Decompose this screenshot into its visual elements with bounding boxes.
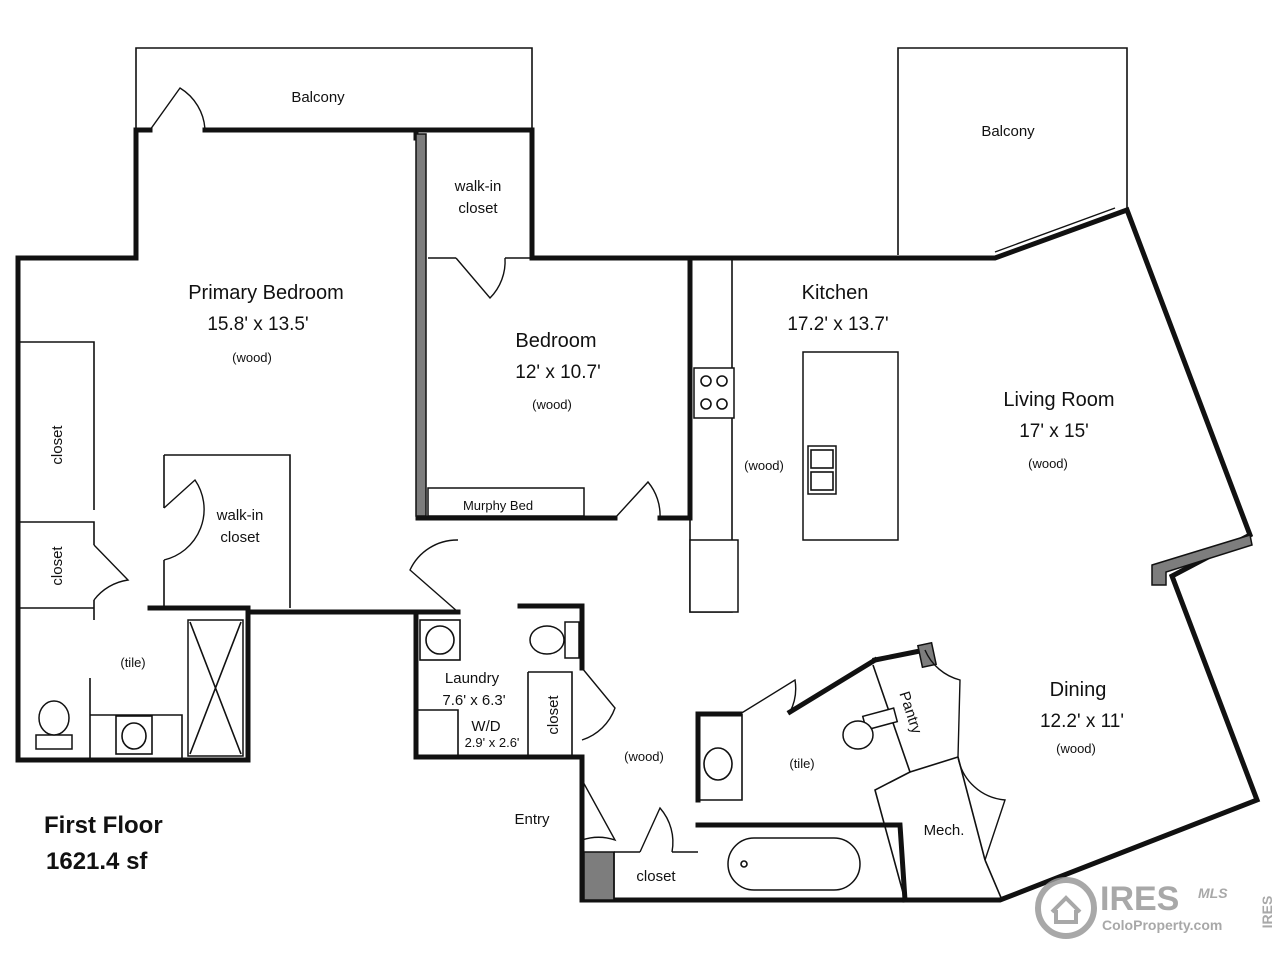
bath2-floor: (tile) [789, 756, 814, 771]
living-room-dims: 17' x 15' [1019, 421, 1089, 442]
kitchen-floor: (wood) [744, 458, 784, 473]
sink-bath2 [703, 747, 733, 781]
balcony-right-outline [897, 47, 1128, 255]
closet-left-1: closet [49, 425, 66, 465]
ires-logo-icon [1035, 877, 1097, 939]
kitchen-sink [807, 445, 837, 495]
bedroom-name: Bedroom [515, 330, 596, 352]
living-gray-wall [1151, 534, 1253, 586]
walkin-primary-line1: walk-in [216, 507, 264, 524]
dining-name: Dining [1050, 679, 1107, 701]
entry-label: Entry [514, 811, 550, 828]
walkin-top-line1: walk-in [454, 178, 502, 195]
hall-floor: (wood) [624, 749, 664, 764]
bedroom-floor: (wood) [532, 397, 572, 412]
fridge [689, 539, 739, 613]
floor-area: 1621.4 sf [46, 848, 148, 875]
washer-dryer-name: W/D [471, 718, 500, 735]
living-room-name: Living Room [1003, 389, 1114, 411]
walkin-top-line2: closet [458, 200, 498, 217]
sink-primary [115, 715, 153, 755]
closet-entry: closet [636, 868, 676, 885]
murphy-bed [427, 487, 585, 517]
living-room-floor: (wood) [1028, 456, 1068, 471]
laundry-name: Laundry [445, 670, 500, 687]
floor-name: First Floor [44, 812, 163, 839]
kitchen-name: Kitchen [802, 282, 869, 304]
primary-bedroom-floor: (wood) [232, 350, 272, 365]
interior-walls [18, 133, 1253, 903]
primary-bedroom-name: Primary Bedroom [188, 282, 344, 304]
primary-bedroom-dims: 15.8' x 13.5' [207, 314, 308, 335]
mech-label: Mech. [924, 822, 965, 839]
balcony-right-label: Balcony [981, 123, 1035, 140]
stove [693, 367, 735, 419]
ires-side: IRES [1259, 896, 1275, 929]
bathtub [727, 837, 861, 891]
fixtures [35, 367, 899, 891]
ires-brand: IRES [1100, 880, 1179, 918]
closet-left-2: closet [49, 546, 66, 586]
primary-bath-floor: (tile) [120, 655, 145, 670]
walkin-primary-line2: closet [220, 529, 260, 546]
pantry-label: Pantry [895, 689, 925, 736]
bedroom-gray-wall [415, 133, 427, 517]
ires-watermark: IRES MLS ColoProperty.com IRES [1035, 877, 1275, 939]
exterior-walls [15, 127, 1261, 903]
closet-laundry: closet [545, 695, 562, 735]
dining-floor: (wood) [1056, 741, 1096, 756]
toilet-primary [35, 700, 73, 750]
toilet-bath2 [842, 707, 899, 750]
balcony-left-outline [135, 47, 533, 130]
toilet-laundry [529, 621, 580, 659]
ires-script: MLS [1198, 885, 1228, 901]
balcony-left-label: Balcony [291, 89, 345, 106]
ires-site: ColoProperty.com [1102, 917, 1222, 933]
dining-dims: 12.2' x 11' [1040, 711, 1124, 732]
bedroom-dims: 12' x 10.7' [515, 362, 600, 383]
entry-gray-wall [583, 851, 615, 901]
washer-dryer-dims: 2.9' x 2.6' [465, 735, 520, 750]
labels: Balcony Balcony Primary Bedroom 15.8' x … [44, 89, 1124, 885]
laundry-sink [419, 619, 461, 661]
laundry-dims: 7.6' x 6.3' [442, 692, 505, 709]
doors [93, 87, 1116, 861]
murphy-bed-label: Murphy Bed [463, 498, 533, 513]
kitchen-dims: 17.2' x 13.7' [787, 314, 888, 335]
